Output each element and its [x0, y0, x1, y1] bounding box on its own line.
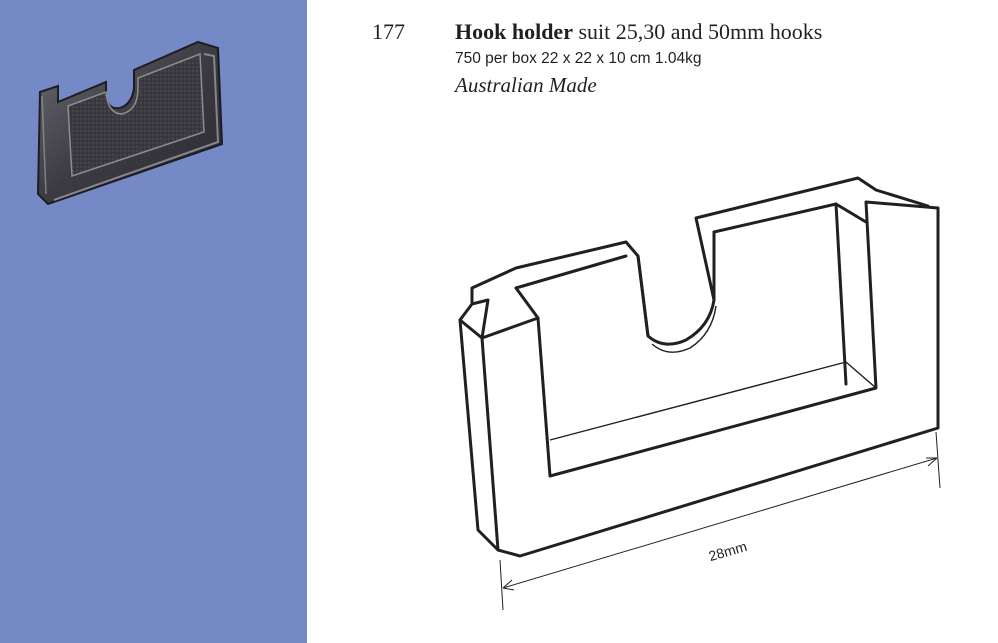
product-description: suit 25,30 and 50mm hooks — [578, 19, 823, 44]
product-photo — [36, 40, 224, 206]
packaging-spec: 750 per box 22 x 22 x 10 cm 1.04kg — [455, 50, 702, 67]
origin-label: Australian Made — [455, 73, 597, 97]
item-number: 177 — [372, 19, 405, 44]
product-title: Hook holder suit 25,30 and 50mm hooks — [455, 19, 822, 45]
technical-drawing: 28mm — [458, 176, 941, 611]
dimension-label: 28mm — [707, 538, 749, 564]
side-panel — [0, 0, 307, 643]
product-name: Hook holder — [455, 19, 573, 44]
